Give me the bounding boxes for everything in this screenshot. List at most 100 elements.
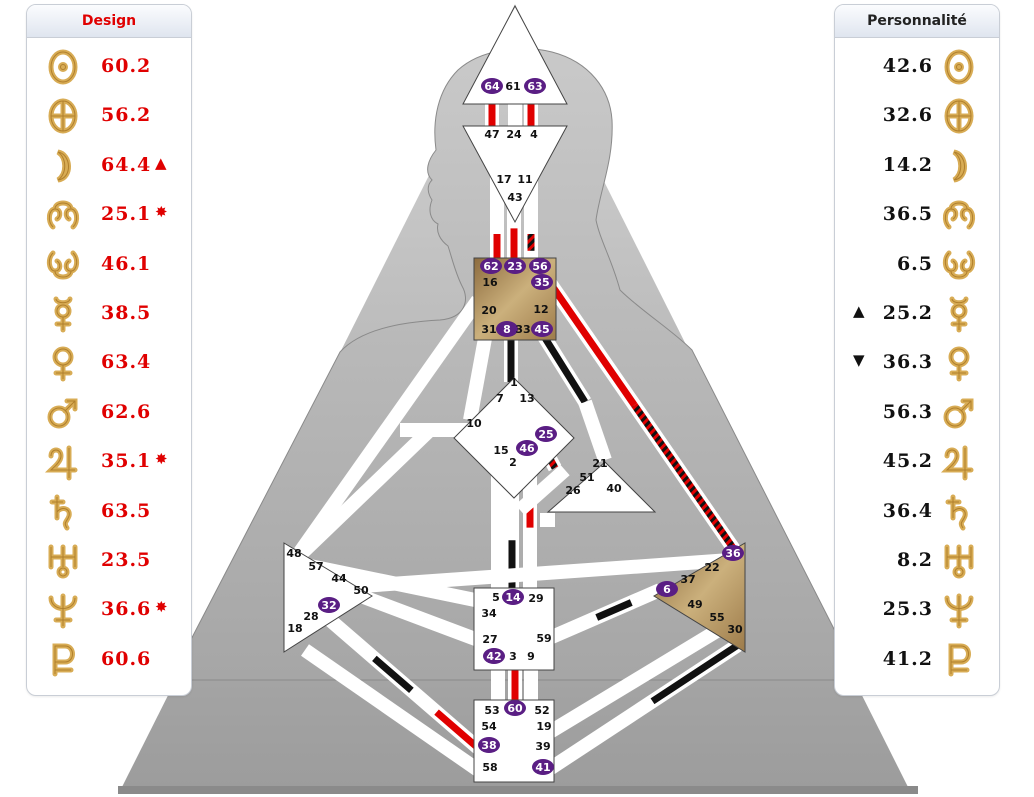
personality-value: 14.2 <box>882 153 933 176</box>
personality-row: 36.3▼ <box>835 339 999 385</box>
design-row: 38.5 <box>27 290 191 336</box>
gate-12[interactable]: 12 <box>533 303 548 316</box>
gate-54[interactable]: 54 <box>481 720 497 733</box>
uranus-icon <box>43 541 83 581</box>
gate-18[interactable]: 18 <box>287 622 302 635</box>
gate-37[interactable]: 37 <box>680 573 695 586</box>
gate-43[interactable]: 43 <box>507 191 522 204</box>
gate-34[interactable]: 34 <box>481 607 497 620</box>
gate-4[interactable]: 4 <box>530 128 538 141</box>
gate-3[interactable]: 3 <box>509 650 517 663</box>
gate-30[interactable]: 30 <box>727 623 743 636</box>
gate-8[interactable]: 8 <box>503 323 511 336</box>
gate-2[interactable]: 2 <box>509 456 517 469</box>
gate-46[interactable]: 46 <box>519 442 535 455</box>
channel-activation <box>545 278 638 408</box>
venus-icon <box>43 343 83 383</box>
gate-51[interactable]: 51 <box>579 471 594 484</box>
personality-value: 6.5 <box>896 252 933 275</box>
gate-21[interactable]: 21 <box>592 457 607 470</box>
gate-40[interactable]: 40 <box>606 482 622 495</box>
gate-7[interactable]: 7 <box>496 392 504 405</box>
gate-19[interactable]: 19 <box>536 720 551 733</box>
activated-gate-marker <box>535 426 557 442</box>
design-mark: ✸ <box>155 450 168 469</box>
gate-31[interactable]: 31 <box>481 323 496 336</box>
center-ajna <box>462 125 568 224</box>
gate-47[interactable]: 47 <box>484 128 499 141</box>
gate-14[interactable]: 14 <box>505 591 521 604</box>
gate-13[interactable]: 13 <box>519 392 534 405</box>
gate-41[interactable]: 41 <box>535 761 550 774</box>
gate-44[interactable]: 44 <box>331 572 347 585</box>
design-row: 63.4 <box>27 339 191 385</box>
base-line <box>118 786 918 794</box>
moon-icon <box>43 146 83 186</box>
gate-23[interactable]: 23 <box>507 260 522 273</box>
gate-10[interactable]: 10 <box>466 417 482 430</box>
gate-45[interactable]: 45 <box>534 323 549 336</box>
personality-title: Personnalité <box>835 5 999 38</box>
gate-1[interactable]: 1 <box>510 376 518 389</box>
channel-activation <box>537 328 588 404</box>
activated-gate-marker <box>524 78 546 94</box>
gate-24[interactable]: 24 <box>506 128 522 141</box>
gate-63[interactable]: 63 <box>527 80 542 93</box>
mars-icon <box>43 393 83 433</box>
gate-57[interactable]: 57 <box>308 560 323 573</box>
channel-activation <box>434 709 481 751</box>
gate-52[interactable]: 52 <box>534 704 549 717</box>
personality-row: 25.3 <box>835 586 999 632</box>
gate-60[interactable]: 60 <box>507 702 523 715</box>
activated-gate-marker <box>478 737 500 753</box>
gate-61[interactable]: 61 <box>505 80 520 93</box>
gate-6[interactable]: 6 <box>663 583 671 596</box>
gate-56[interactable]: 56 <box>532 260 548 273</box>
activated-gate-marker <box>504 700 526 716</box>
pluto-icon <box>939 640 979 680</box>
gate-11[interactable]: 11 <box>517 173 532 186</box>
gate-25[interactable]: 25 <box>538 428 553 441</box>
gate-22[interactable]: 22 <box>704 561 719 574</box>
gate-38[interactable]: 38 <box>481 739 496 752</box>
gate-58[interactable]: 58 <box>482 761 497 774</box>
gate-20[interactable]: 20 <box>481 304 497 317</box>
gate-33[interactable]: 33 <box>515 323 530 336</box>
design-mark: ▲ <box>155 153 167 172</box>
gate-35[interactable]: 35 <box>534 276 549 289</box>
channel <box>294 295 484 557</box>
gate-26[interactable]: 26 <box>565 484 581 497</box>
gate-42[interactable]: 42 <box>486 650 501 663</box>
gate-5[interactable]: 5 <box>492 591 500 604</box>
saturn-icon <box>43 492 83 532</box>
gate-53[interactable]: 53 <box>484 704 499 717</box>
gate-9[interactable]: 9 <box>527 650 535 663</box>
gate-64[interactable]: 64 <box>484 80 500 93</box>
design-value: 56.2 <box>101 104 152 127</box>
gate-15[interactable]: 15 <box>493 444 508 457</box>
gate-50[interactable]: 50 <box>353 584 369 597</box>
gate-32[interactable]: 32 <box>321 599 336 612</box>
gate-17[interactable]: 17 <box>496 173 511 186</box>
activated-gate-marker <box>656 581 678 597</box>
activated-gate-marker <box>531 274 553 290</box>
gate-62[interactable]: 62 <box>483 260 498 273</box>
design-value: 36.6 <box>101 598 152 621</box>
gate-16[interactable]: 16 <box>482 276 498 289</box>
pluto-icon <box>43 640 83 680</box>
gate-59[interactable]: 59 <box>536 632 551 645</box>
neptune-icon <box>43 590 83 630</box>
mercury-icon <box>43 294 83 334</box>
gate-28[interactable]: 28 <box>303 610 318 623</box>
channel <box>515 464 570 516</box>
gate-39[interactable]: 39 <box>535 740 550 753</box>
center-solar-plexus <box>653 542 746 653</box>
gate-48[interactable]: 48 <box>286 547 301 560</box>
gate-36[interactable]: 36 <box>725 547 741 560</box>
gate-29[interactable]: 29 <box>528 592 543 605</box>
gate-49[interactable]: 49 <box>687 598 702 611</box>
gate-27[interactable]: 27 <box>482 633 497 646</box>
gate-55[interactable]: 55 <box>709 611 724 624</box>
